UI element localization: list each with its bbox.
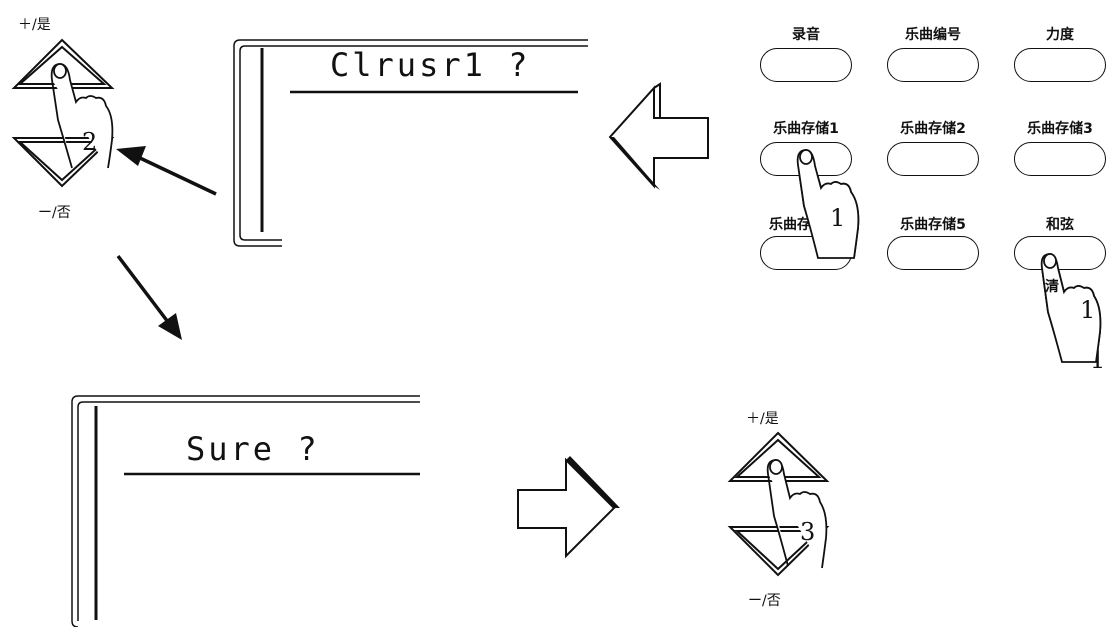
- hand-icon-top-pad: [50, 63, 114, 169]
- step-number-1-chord: 1: [1090, 346, 1106, 374]
- top-lcd-frame: [233, 39, 588, 247]
- lcd-sure-text: Sure ?: [186, 430, 320, 468]
- lcd-clear-user-text: Clrusr1 ?: [330, 46, 531, 84]
- step-number-1-panel-overlay: 1: [830, 204, 846, 232]
- hollow-arrow-right-icon: [517, 456, 620, 559]
- bottom-minus-no-label: ー/否: [748, 593, 781, 609]
- chord-button[interactable]: [1014, 236, 1106, 270]
- top-plus-yes-label: ＋/是: [18, 17, 51, 33]
- song-memory-2-button[interactable]: [887, 142, 979, 176]
- song-number-button[interactable]: [887, 48, 979, 82]
- hand-icon-bottom-pad: [766, 459, 828, 569]
- song-memory-2-label: 乐曲存储2: [900, 121, 966, 137]
- step-number-1-chord-overlay: 1: [1080, 296, 1096, 324]
- song-memory-1-label: 乐曲存储1: [773, 121, 839, 137]
- chord-button-label: 和弦: [1046, 217, 1074, 233]
- bottom-lcd-frame: [71, 395, 420, 627]
- arrow-to-bottom-lcd: [116, 254, 182, 340]
- song-memory-5-label: 乐曲存储5: [900, 217, 966, 233]
- clear-label-overlay: 清: [1045, 279, 1059, 295]
- song-memory-4-button[interactable]: [760, 236, 852, 270]
- hollow-arrow-left-icon: [608, 82, 709, 190]
- velocity-button-label: 力度: [1046, 27, 1074, 43]
- song-memory-5-button[interactable]: [887, 236, 979, 270]
- bottom-plus-yes-label: ＋/是: [746, 411, 779, 427]
- record-button[interactable]: [760, 48, 852, 82]
- step-number-2: 2: [82, 128, 98, 156]
- top-minus-no-label: ー/否: [38, 205, 71, 221]
- song-memory-3-button[interactable]: [1014, 142, 1106, 176]
- song-memory-3-label: 乐曲存储3: [1027, 121, 1093, 137]
- song-memory-4-label: 乐曲存: [769, 217, 811, 233]
- song-memory-1-button[interactable]: [760, 142, 852, 176]
- velocity-button[interactable]: [1014, 48, 1106, 82]
- record-button-label: 录音: [792, 27, 820, 43]
- song-number-button-label: 乐曲编号: [905, 27, 961, 43]
- step-number-3: 3: [800, 518, 816, 546]
- arrow-to-top-pad: [116, 146, 217, 196]
